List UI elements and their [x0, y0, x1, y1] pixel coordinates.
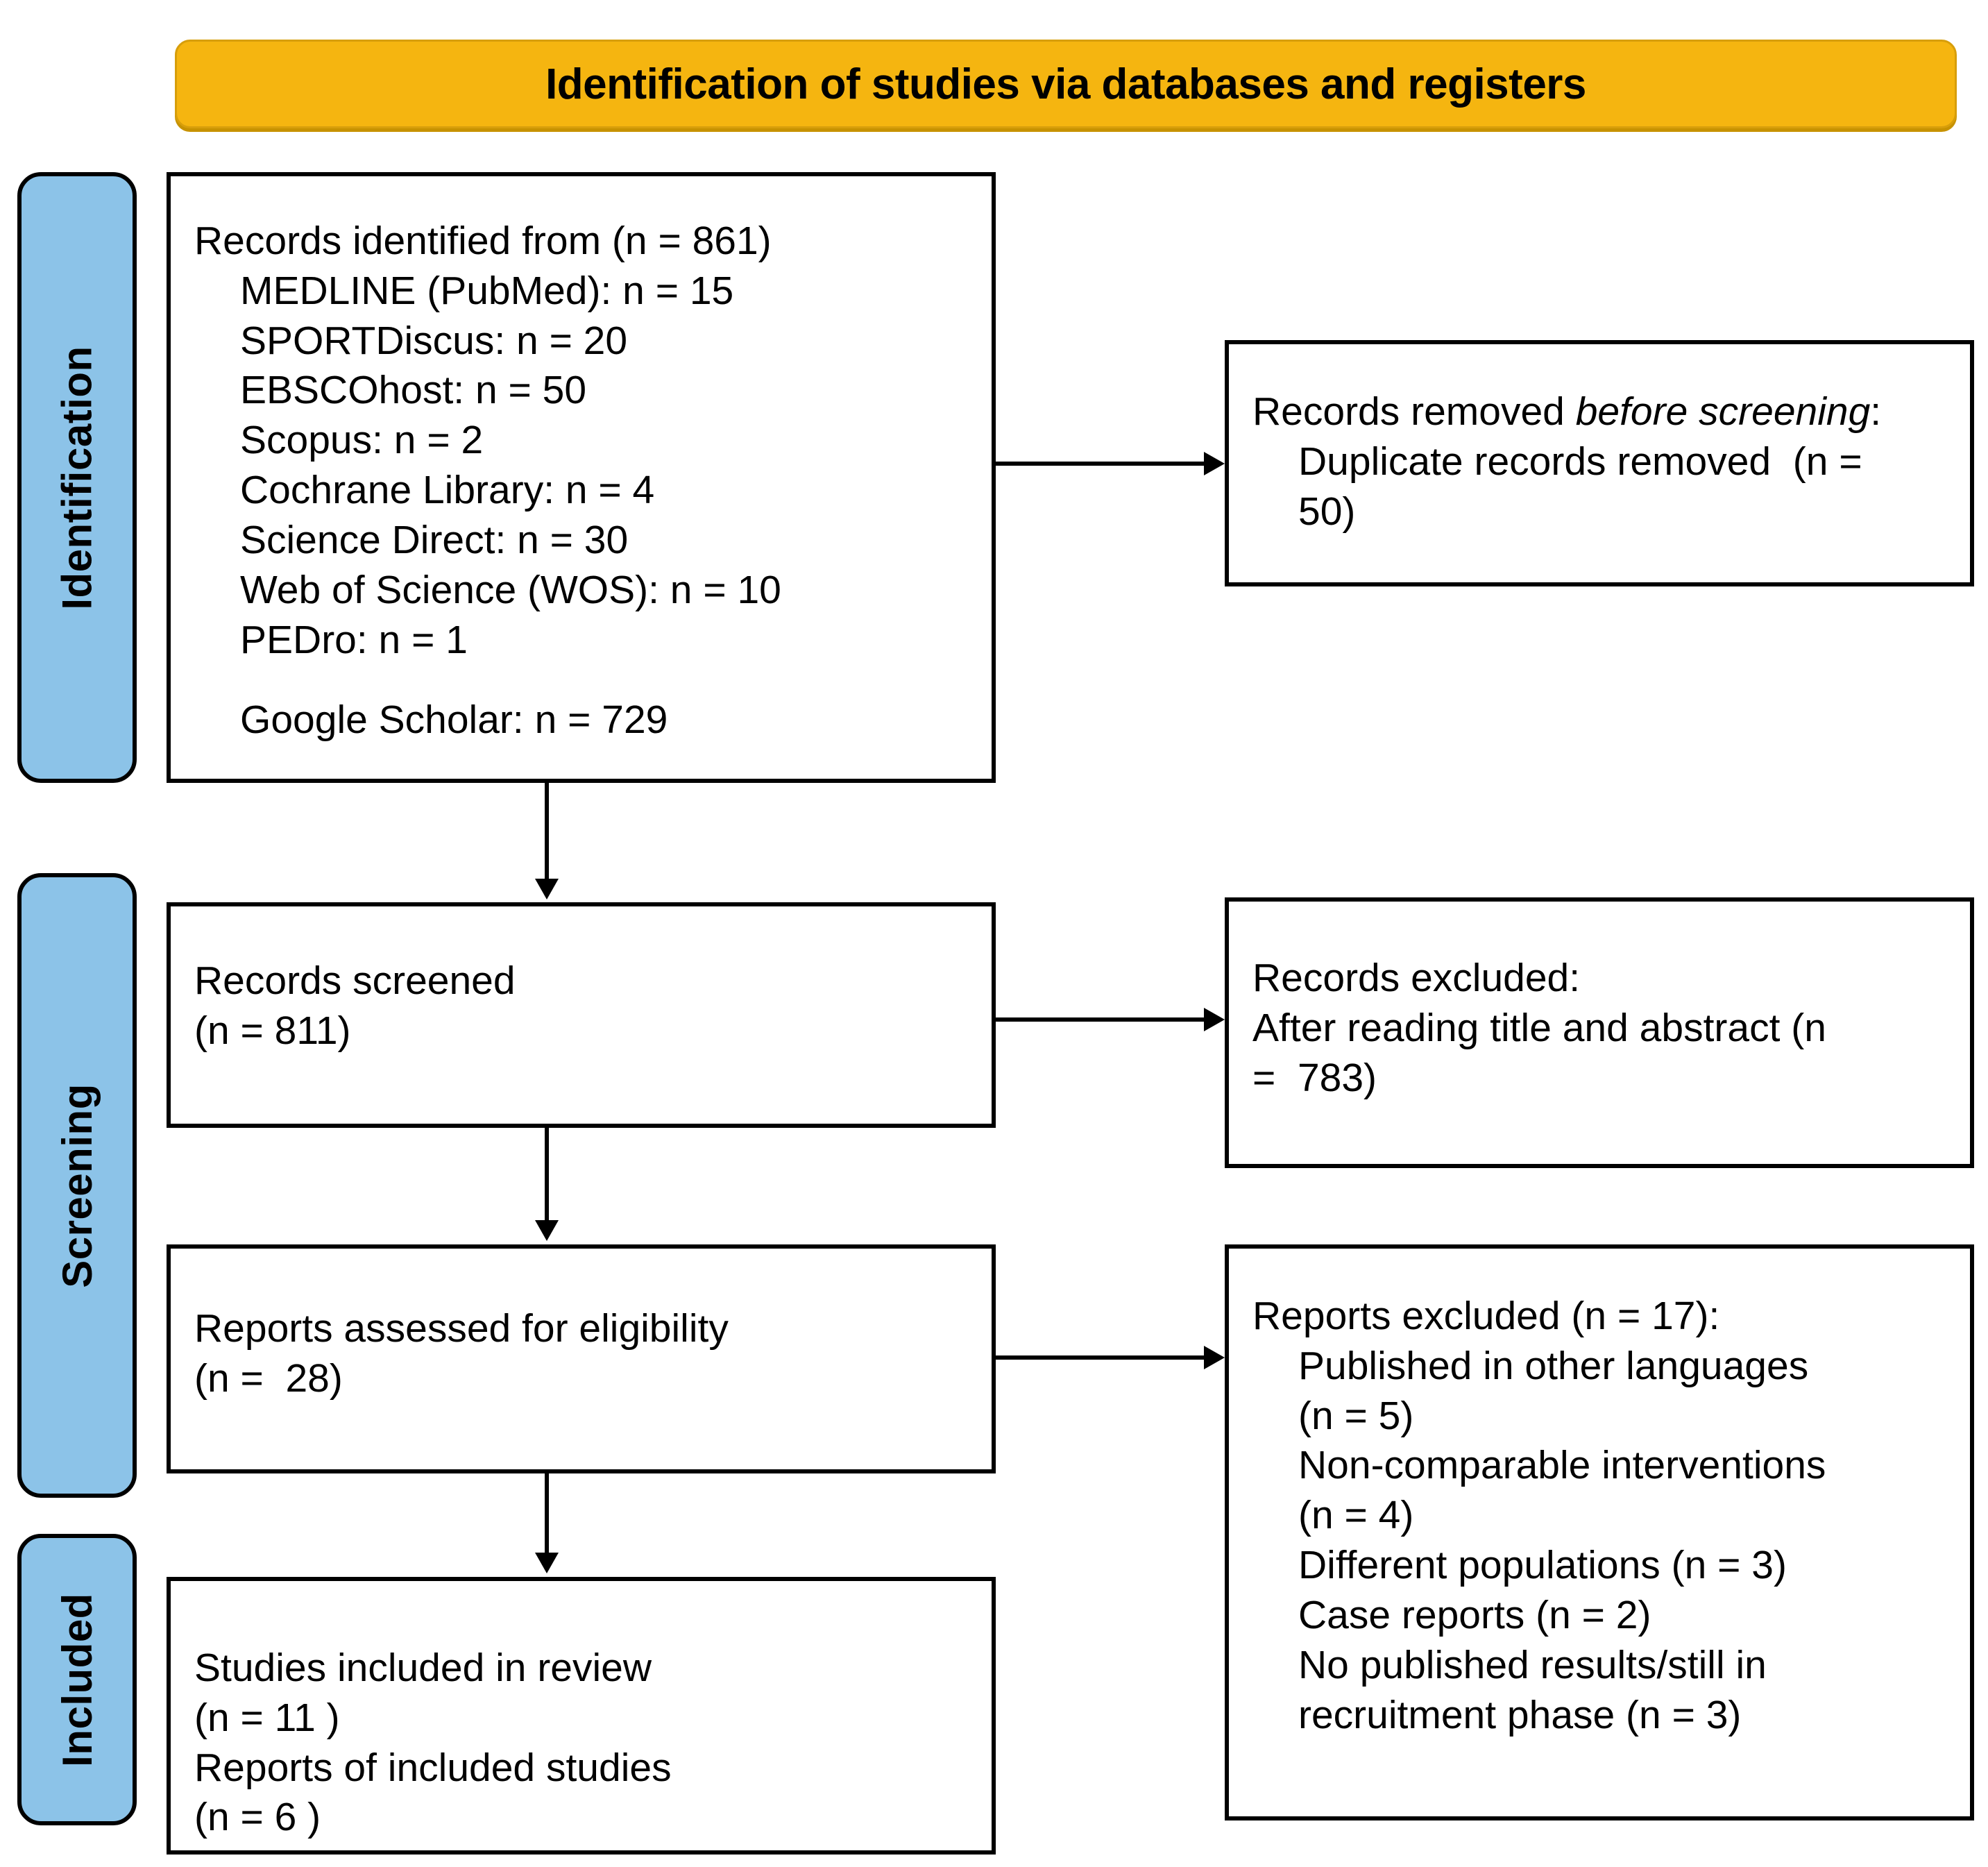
box-records-excluded: Records excluded: After reading title an… — [1225, 897, 1974, 1168]
reports-excluded-count-languages: (n = 5) — [1298, 1393, 1414, 1438]
box-reports-assessed-eligibility: Reports assessed for eligibility (n = 28… — [167, 1244, 996, 1473]
reports-assessed-count: (n = 28) — [194, 1355, 343, 1401]
connector-eligibility-to-reports-excluded — [996, 1355, 1204, 1360]
reports-excluded-count-interventions: (n = 4) — [1298, 1493, 1414, 1538]
source-scopus: Scopus: n = 2 — [240, 418, 484, 463]
source-medline: MEDLINE (PubMed): n = 15 — [240, 268, 734, 313]
reports-excluded-header: Reports excluded (n = 17): — [1252, 1294, 1720, 1338]
source-science-direct: Science Direct: n = 30 — [240, 517, 629, 562]
arrowhead-identified-to-removed — [1204, 452, 1225, 475]
records-removed-header: Records removed before screening: — [1252, 387, 1946, 437]
arrowhead-eligibility-to-included — [535, 1553, 559, 1573]
box-reports-excluded: Reports excluded (n = 17): Published in … — [1225, 1244, 1974, 1820]
source-google-scholar: Google Scholar: n = 729 — [240, 698, 668, 743]
reports-excluded-reason-case-reports: Case reports (n = 2) — [1298, 1592, 1651, 1637]
reports-included-count: (n = 6 ) — [194, 1795, 321, 1840]
reports-excluded-reason-no-results-line1: No published results/still in — [1298, 1642, 1767, 1687]
duplicate-records-line1: Duplicate records removed (n = — [1298, 439, 1862, 484]
phase-tab-identification: Identification — [17, 172, 137, 783]
source-web-of-science: Web of Science (WOS): n = 10 — [240, 567, 781, 612]
reports-excluded-reason-populations: Different populations (n = 3) — [1298, 1543, 1787, 1588]
records-screened-label: Records screened — [194, 958, 516, 1003]
connector-identified-to-removed — [996, 462, 1204, 466]
arrowhead-screened-to-excluded — [1204, 1008, 1225, 1031]
studies-included-label: Studies included in review — [194, 1646, 652, 1690]
duplicate-records-line2: 50) — [1298, 489, 1356, 534]
records-excluded-header: Records excluded: — [1252, 956, 1581, 1000]
reports-excluded-reason-no-results-line2: recruitment phase (n = 3) — [1298, 1692, 1742, 1737]
box-studies-included: Studies included in review (n = 11 ) Rep… — [167, 1577, 996, 1855]
records-removed-text-a: Records removed — [1252, 389, 1576, 434]
records-excluded-reason-line2: = 783) — [1252, 1055, 1377, 1100]
source-cochrane: Cochrane Library: n = 4 — [240, 468, 655, 513]
connector-screened-to-eligibility — [545, 1128, 549, 1220]
arrowhead-identified-to-screened — [535, 879, 559, 899]
records-excluded-reason-line1: After reading title and abstract (n — [1252, 1005, 1826, 1050]
arrowhead-screened-to-eligibility — [535, 1220, 559, 1241]
reports-included-label: Reports of included studies — [194, 1745, 672, 1790]
records-identified-header: Records identified from (n = 861) — [194, 219, 772, 263]
connector-screened-to-excluded — [996, 1017, 1204, 1022]
box-records-removed: Records removed before screening: Duplic… — [1225, 340, 1974, 586]
connector-identified-to-screened — [545, 783, 549, 879]
phase-label-identification: Identification — [53, 345, 101, 610]
diagram-header-banner: Identification of studies via databases … — [175, 40, 1957, 128]
phase-tab-included: Included — [17, 1534, 137, 1825]
arrowhead-eligibility-to-reports-excluded — [1204, 1346, 1225, 1369]
source-ebscohost: EBSCOhost: n = 50 — [240, 368, 587, 413]
phase-label-screening: Screening — [53, 1083, 101, 1288]
phase-label-included: Included — [53, 1592, 101, 1767]
reports-excluded-reason-languages: Published in other languages — [1298, 1343, 1809, 1388]
box-records-screened: Records screened (n = 811) — [167, 902, 996, 1128]
records-removed-italic: before screening — [1575, 389, 1871, 434]
diagram-title: Identification of studies via databases … — [545, 60, 1586, 108]
source-sportdiscus: SPORTDiscus: n = 20 — [240, 318, 628, 363]
connector-eligibility-to-included — [545, 1473, 549, 1553]
studies-included-count: (n = 11 ) — [194, 1695, 340, 1740]
phase-tab-screening: Screening — [17, 873, 137, 1498]
source-pedro: PEDro: n = 1 — [240, 617, 468, 662]
reports-excluded-reason-interventions: Non-comparable interventions — [1298, 1443, 1826, 1488]
records-removed-text-b: : — [1870, 389, 1882, 434]
box-records-identified: Records identified from (n = 861) MEDLIN… — [167, 172, 996, 783]
records-screened-count: (n = 811) — [194, 1008, 351, 1053]
reports-assessed-label: Reports assessed for eligibility — [194, 1306, 729, 1351]
